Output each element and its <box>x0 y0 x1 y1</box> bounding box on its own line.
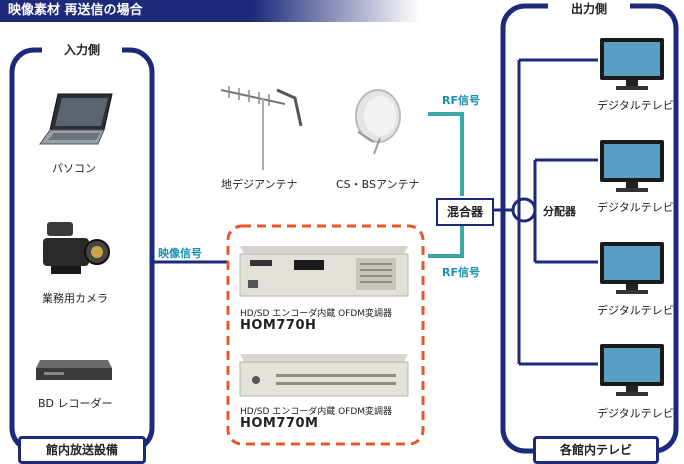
rf-bottom-line <box>428 224 464 258</box>
device-label-camera: 業務用カメラ <box>42 292 108 305</box>
tv-label-3: デジタルテレビ <box>597 304 674 317</box>
input-panel-footer: 館内放送設備 <box>18 436 146 464</box>
bd-recorder-icon <box>36 360 112 380</box>
tv-icon-2 <box>600 140 664 192</box>
encoder-1-caption: HD/SD エンコーダ内蔵 OFDM変調器 <box>240 309 393 319</box>
satellite-dish-icon <box>355 89 401 155</box>
mixer-box: 混合器 <box>436 198 494 226</box>
device-label-pc: パソコン <box>52 162 96 175</box>
video-signal-label: 映像信号 <box>158 247 202 260</box>
device-label-bd: BD レコーダー <box>38 397 113 410</box>
terrestrial-antenna-icon <box>220 86 303 170</box>
output-panel-header: 出力側 <box>548 0 630 18</box>
encoder-2-caption: HD/SD エンコーダ内蔵 OFDM変調器 <box>240 407 393 417</box>
laptop-icon <box>39 93 113 145</box>
rf-signal-top-label: RF信号 <box>442 94 480 107</box>
encoder-1-model: HOM770H <box>240 318 317 333</box>
rf-signal-bottom-label: RF信号 <box>442 266 480 279</box>
tv-label-1: デジタルテレビ <box>597 99 674 112</box>
tv-icon-1 <box>600 38 664 90</box>
encoder-2-model: HOM770M <box>240 416 319 431</box>
title-bar <box>0 0 420 22</box>
satellite-antenna-label: CS・BSアンテナ <box>336 178 420 191</box>
tv-icon-4 <box>600 344 664 396</box>
encoder-device-1-icon <box>239 246 409 297</box>
splitter-label: 分配器 <box>541 203 578 219</box>
encoder-group-frame <box>226 224 425 446</box>
rf-top-line <box>428 112 464 196</box>
terrestrial-antenna-label: 地デジアンテナ <box>221 178 298 191</box>
tv-label-4: デジタルテレビ <box>597 407 674 420</box>
video-camera-icon <box>43 222 110 274</box>
tv-label-2: デジタルテレビ <box>597 201 674 214</box>
splitter-node <box>511 197 537 223</box>
output-panel-footer: 各館内テレビ <box>533 436 659 464</box>
input-panel-header: 入力側 <box>42 41 122 59</box>
diagram-title: 映像素材 再送信の場合 <box>8 3 143 18</box>
encoder-device-2-icon <box>239 354 409 397</box>
tv-icon-3 <box>600 242 664 294</box>
